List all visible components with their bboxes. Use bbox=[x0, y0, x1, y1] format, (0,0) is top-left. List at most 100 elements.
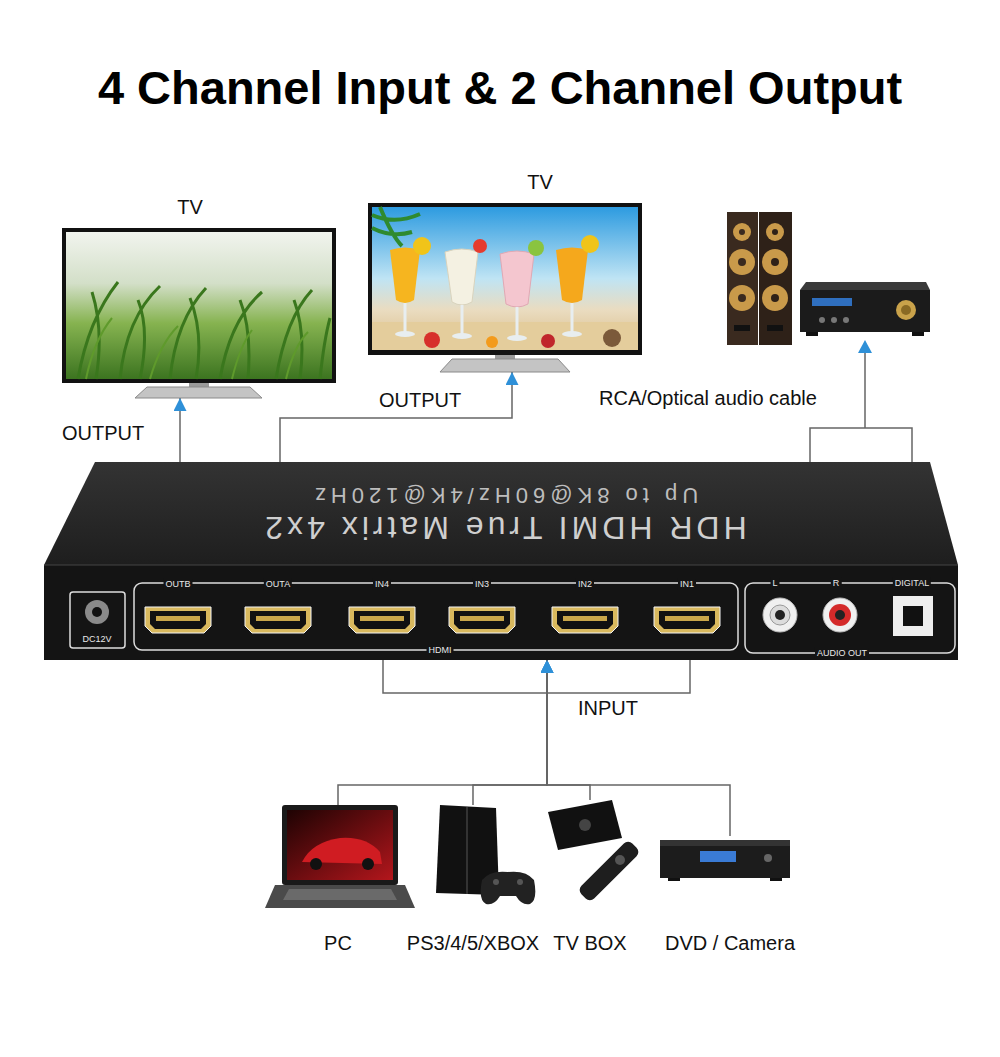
tv-heading: TV bbox=[527, 170, 553, 194]
channel-label: L bbox=[770, 578, 779, 589]
tv-right-illustration-part bbox=[541, 334, 555, 348]
hdmi-port-pins bbox=[156, 616, 200, 621]
hdmi-port-socket bbox=[659, 611, 715, 629]
game-console-icon bbox=[436, 805, 535, 904]
tv-box-icon-part bbox=[577, 839, 641, 903]
game-console-icon-part bbox=[481, 872, 536, 905]
av-receiver-part bbox=[843, 317, 849, 323]
tv-right-illustration-part bbox=[445, 249, 478, 305]
speaker-pair-part bbox=[738, 294, 746, 302]
signal-connector bbox=[473, 660, 547, 805]
audio-cable-lines-part bbox=[810, 352, 912, 462]
av-receiver-part bbox=[800, 290, 930, 332]
tv-right-illustration-part bbox=[603, 329, 621, 347]
av-receiver-part bbox=[912, 332, 924, 336]
speaker-pair-part bbox=[771, 258, 779, 266]
source-device: DVD / Camera bbox=[655, 836, 805, 955]
rca-jack-left-ring bbox=[770, 605, 790, 625]
housing-top bbox=[44, 462, 958, 565]
speaker-pair-part bbox=[739, 229, 745, 235]
panel-label: HDMI bbox=[427, 645, 454, 656]
game-console-icon-part bbox=[466, 807, 468, 894]
laptop-icon-part bbox=[362, 858, 374, 870]
speaker-pair-part bbox=[772, 229, 778, 235]
device-label: PS3/4/5/XBOX bbox=[407, 931, 539, 955]
panel-label: AUDIO OUT bbox=[815, 648, 869, 659]
port-label: IN3 bbox=[473, 579, 491, 590]
audio-cable-lines-part bbox=[858, 340, 872, 353]
rca-jack-left-hole bbox=[775, 610, 785, 620]
tv-box-icon-part bbox=[579, 819, 591, 831]
speaker-pair-part bbox=[766, 223, 784, 241]
product-spec: Up to 8K@60Hz/4K@120Hz bbox=[310, 481, 698, 509]
connector-label: OUTPUT bbox=[377, 388, 463, 412]
speaker-pair-part bbox=[733, 223, 751, 241]
tv-left-illustration-part bbox=[86, 318, 308, 379]
device-label: TV BOX bbox=[553, 931, 626, 955]
tv-right-illustration-part bbox=[581, 235, 599, 253]
tv-right-illustration-part bbox=[507, 335, 527, 341]
dvd-player-icon-part bbox=[770, 878, 782, 881]
tv-left-illustration-part bbox=[62, 228, 336, 383]
port-label: IN1 bbox=[678, 579, 696, 590]
tv-right-illustration-part bbox=[556, 248, 588, 304]
optical-port bbox=[893, 596, 933, 636]
tv-right-illustration-part bbox=[440, 359, 570, 372]
hdmi-port bbox=[145, 607, 211, 633]
av-receiver-part bbox=[901, 305, 911, 315]
laptop-icon-part bbox=[265, 885, 415, 908]
signal-connector bbox=[547, 660, 730, 836]
tv-right-illustration-part bbox=[405, 303, 572, 336]
speaker-pair-part bbox=[727, 212, 758, 345]
port-label: OUTB bbox=[163, 579, 192, 590]
tv-left-illustration-part bbox=[135, 387, 262, 398]
dc-jack bbox=[85, 600, 109, 624]
input-bracket-part bbox=[383, 660, 690, 693]
tv-display: TV bbox=[368, 170, 642, 372]
tv-right-illustration-part bbox=[452, 333, 472, 339]
source-device: PS3/4/5/XBOX bbox=[403, 805, 543, 955]
port-label: OUTA bbox=[264, 579, 292, 590]
laptop-icon-part bbox=[283, 889, 397, 900]
laptop-icon bbox=[265, 805, 415, 908]
tv-right-illustration bbox=[368, 203, 642, 372]
port-label: IN4 bbox=[373, 579, 391, 590]
tv-right-illustration-part bbox=[562, 331, 582, 337]
av-receiver-part bbox=[896, 300, 916, 320]
matrix-top-lettering: HDR HDMI True Matrix 4x2Up to 8K@60Hz/4K… bbox=[194, 474, 814, 554]
tv-right-illustration-part bbox=[372, 207, 638, 350]
connector-label: OUTPUT bbox=[60, 421, 146, 445]
tv-right-illustration-part bbox=[528, 240, 544, 256]
housing-front bbox=[44, 565, 958, 660]
tv-right-illustration-part bbox=[372, 322, 638, 350]
optical-port-socket bbox=[903, 606, 923, 626]
dvd-player-icon-part bbox=[700, 851, 736, 862]
hdmi-port-pins bbox=[256, 616, 300, 621]
tv-left-illustration-part bbox=[189, 383, 209, 387]
hdmi-port-pins bbox=[665, 616, 709, 621]
hdmi-port-pins bbox=[360, 616, 404, 621]
speaker-pair-part bbox=[729, 249, 755, 275]
rca-jack-right bbox=[823, 598, 857, 632]
tv-right-illustration-part bbox=[486, 336, 498, 348]
source-device: PC bbox=[263, 805, 413, 955]
hdmi-port-socket bbox=[557, 611, 613, 629]
av-receiver-part bbox=[800, 282, 930, 290]
dvd-player-icon bbox=[660, 840, 790, 881]
tv-right-illustration-part bbox=[500, 251, 534, 307]
av-receiver bbox=[800, 282, 930, 336]
connector-label: INPUT bbox=[576, 696, 640, 720]
av-receiver-part bbox=[819, 317, 825, 323]
tv-box-icon bbox=[548, 800, 641, 903]
rca-jack-left bbox=[763, 598, 797, 632]
power-port-label: DC12V bbox=[80, 634, 113, 645]
signal-connector bbox=[280, 372, 512, 462]
speaker-pair-part bbox=[759, 212, 792, 345]
port-label: DIGITAL bbox=[893, 578, 931, 589]
av-receiver-part bbox=[812, 298, 852, 306]
hdmi-port bbox=[654, 607, 720, 633]
hdmi-port-socket bbox=[250, 611, 306, 629]
game-console-icon-part bbox=[517, 879, 523, 885]
dvd-player-icon-part bbox=[764, 854, 772, 862]
device-label: PC bbox=[324, 931, 352, 955]
